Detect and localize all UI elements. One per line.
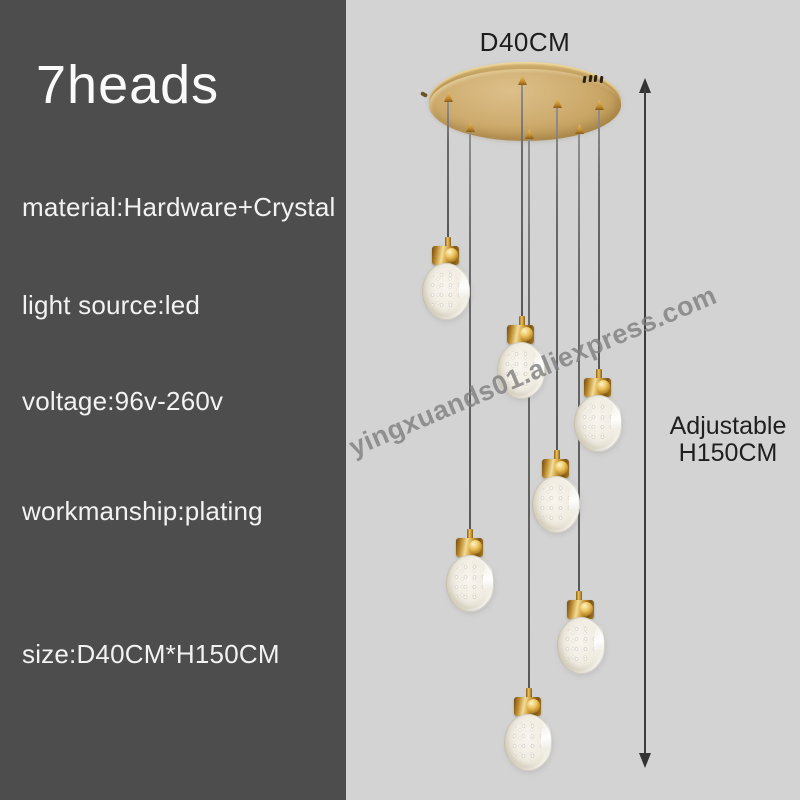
pendant-rod [445, 237, 451, 248]
suspension-wire [578, 132, 580, 592]
crystal-bubbles [428, 270, 461, 311]
pendant-gold-knob [445, 248, 458, 262]
pendant-rod [596, 369, 602, 380]
spec-material: material:Hardware+Crystal [22, 192, 336, 222]
wire-attachment-tip [595, 100, 604, 110]
wire-attachment-tip [525, 129, 534, 139]
crystal-rim-highlight [611, 403, 621, 443]
height-label-line2: H150CM [678, 439, 778, 467]
spec-size: size:D40CM*H150CM [22, 639, 280, 669]
wire-attachment-tip [575, 124, 584, 134]
crystal-disk [557, 617, 605, 674]
suspension-wire [556, 106, 558, 451]
height-dimension-line [644, 88, 646, 756]
crystal-disk [422, 263, 470, 320]
crystal-disk [504, 714, 552, 771]
suspension-wire [598, 108, 600, 370]
wire-attachment-tip [444, 92, 453, 102]
crystal-bubbles [503, 349, 536, 390]
pendant-rod [467, 529, 473, 540]
crystal-disk [497, 342, 545, 399]
suspension-wire [469, 130, 471, 530]
crystal-rim-highlight [534, 350, 544, 390]
crystal-bubbles [538, 483, 571, 524]
wire-attachment-tip [553, 98, 562, 108]
pendant-rod [519, 316, 525, 327]
wire-attachment-tip [518, 75, 527, 85]
suspension-wire [447, 100, 449, 238]
heads-count-title: 7heads [36, 55, 220, 115]
pendant-gold-knob [520, 327, 533, 341]
pendant-rod [526, 688, 532, 699]
crystal-disk [532, 476, 580, 533]
pendant-gold-knob [597, 380, 610, 394]
crystal-disk [446, 555, 494, 612]
canopy-face [429, 69, 621, 141]
crystal-rim-highlight [459, 271, 469, 311]
pendant-gold-knob [580, 602, 593, 616]
crystal-bubbles [510, 721, 543, 762]
suspension-wire [528, 137, 530, 689]
arrow-down-icon [639, 753, 651, 768]
crystal-bubbles [580, 402, 613, 443]
crystal-rim-highlight [483, 563, 493, 603]
crystal-bubbles [452, 562, 485, 603]
pendant-rod [576, 591, 582, 602]
spec-voltage: voltage:96v-260v [22, 386, 224, 416]
pendant-gold-knob [527, 699, 540, 713]
height-label-line1: Adjustable [669, 412, 787, 440]
pendant-gold-knob [555, 461, 568, 475]
suspension-wire [521, 83, 523, 317]
crystal-disk [574, 395, 622, 452]
spec-light-source: light source:led [22, 290, 201, 320]
diameter-label: D40CM [479, 27, 571, 57]
canopy-notch [419, 91, 429, 98]
spec-panel: 7heads material:Hardware+Crystal light s… [0, 0, 346, 800]
crystal-rim-highlight [541, 722, 551, 762]
height-label: Adjustable H150CM [656, 413, 800, 467]
pendant-gold-knob [469, 540, 482, 554]
spec-workmanship: workmanship:plating [22, 496, 263, 526]
crystal-bubbles [563, 624, 596, 665]
pendant-rod [554, 450, 560, 461]
wire-attachment-tip [466, 122, 475, 132]
crystal-rim-highlight [594, 625, 604, 665]
crystal-rim-highlight [569, 484, 579, 524]
